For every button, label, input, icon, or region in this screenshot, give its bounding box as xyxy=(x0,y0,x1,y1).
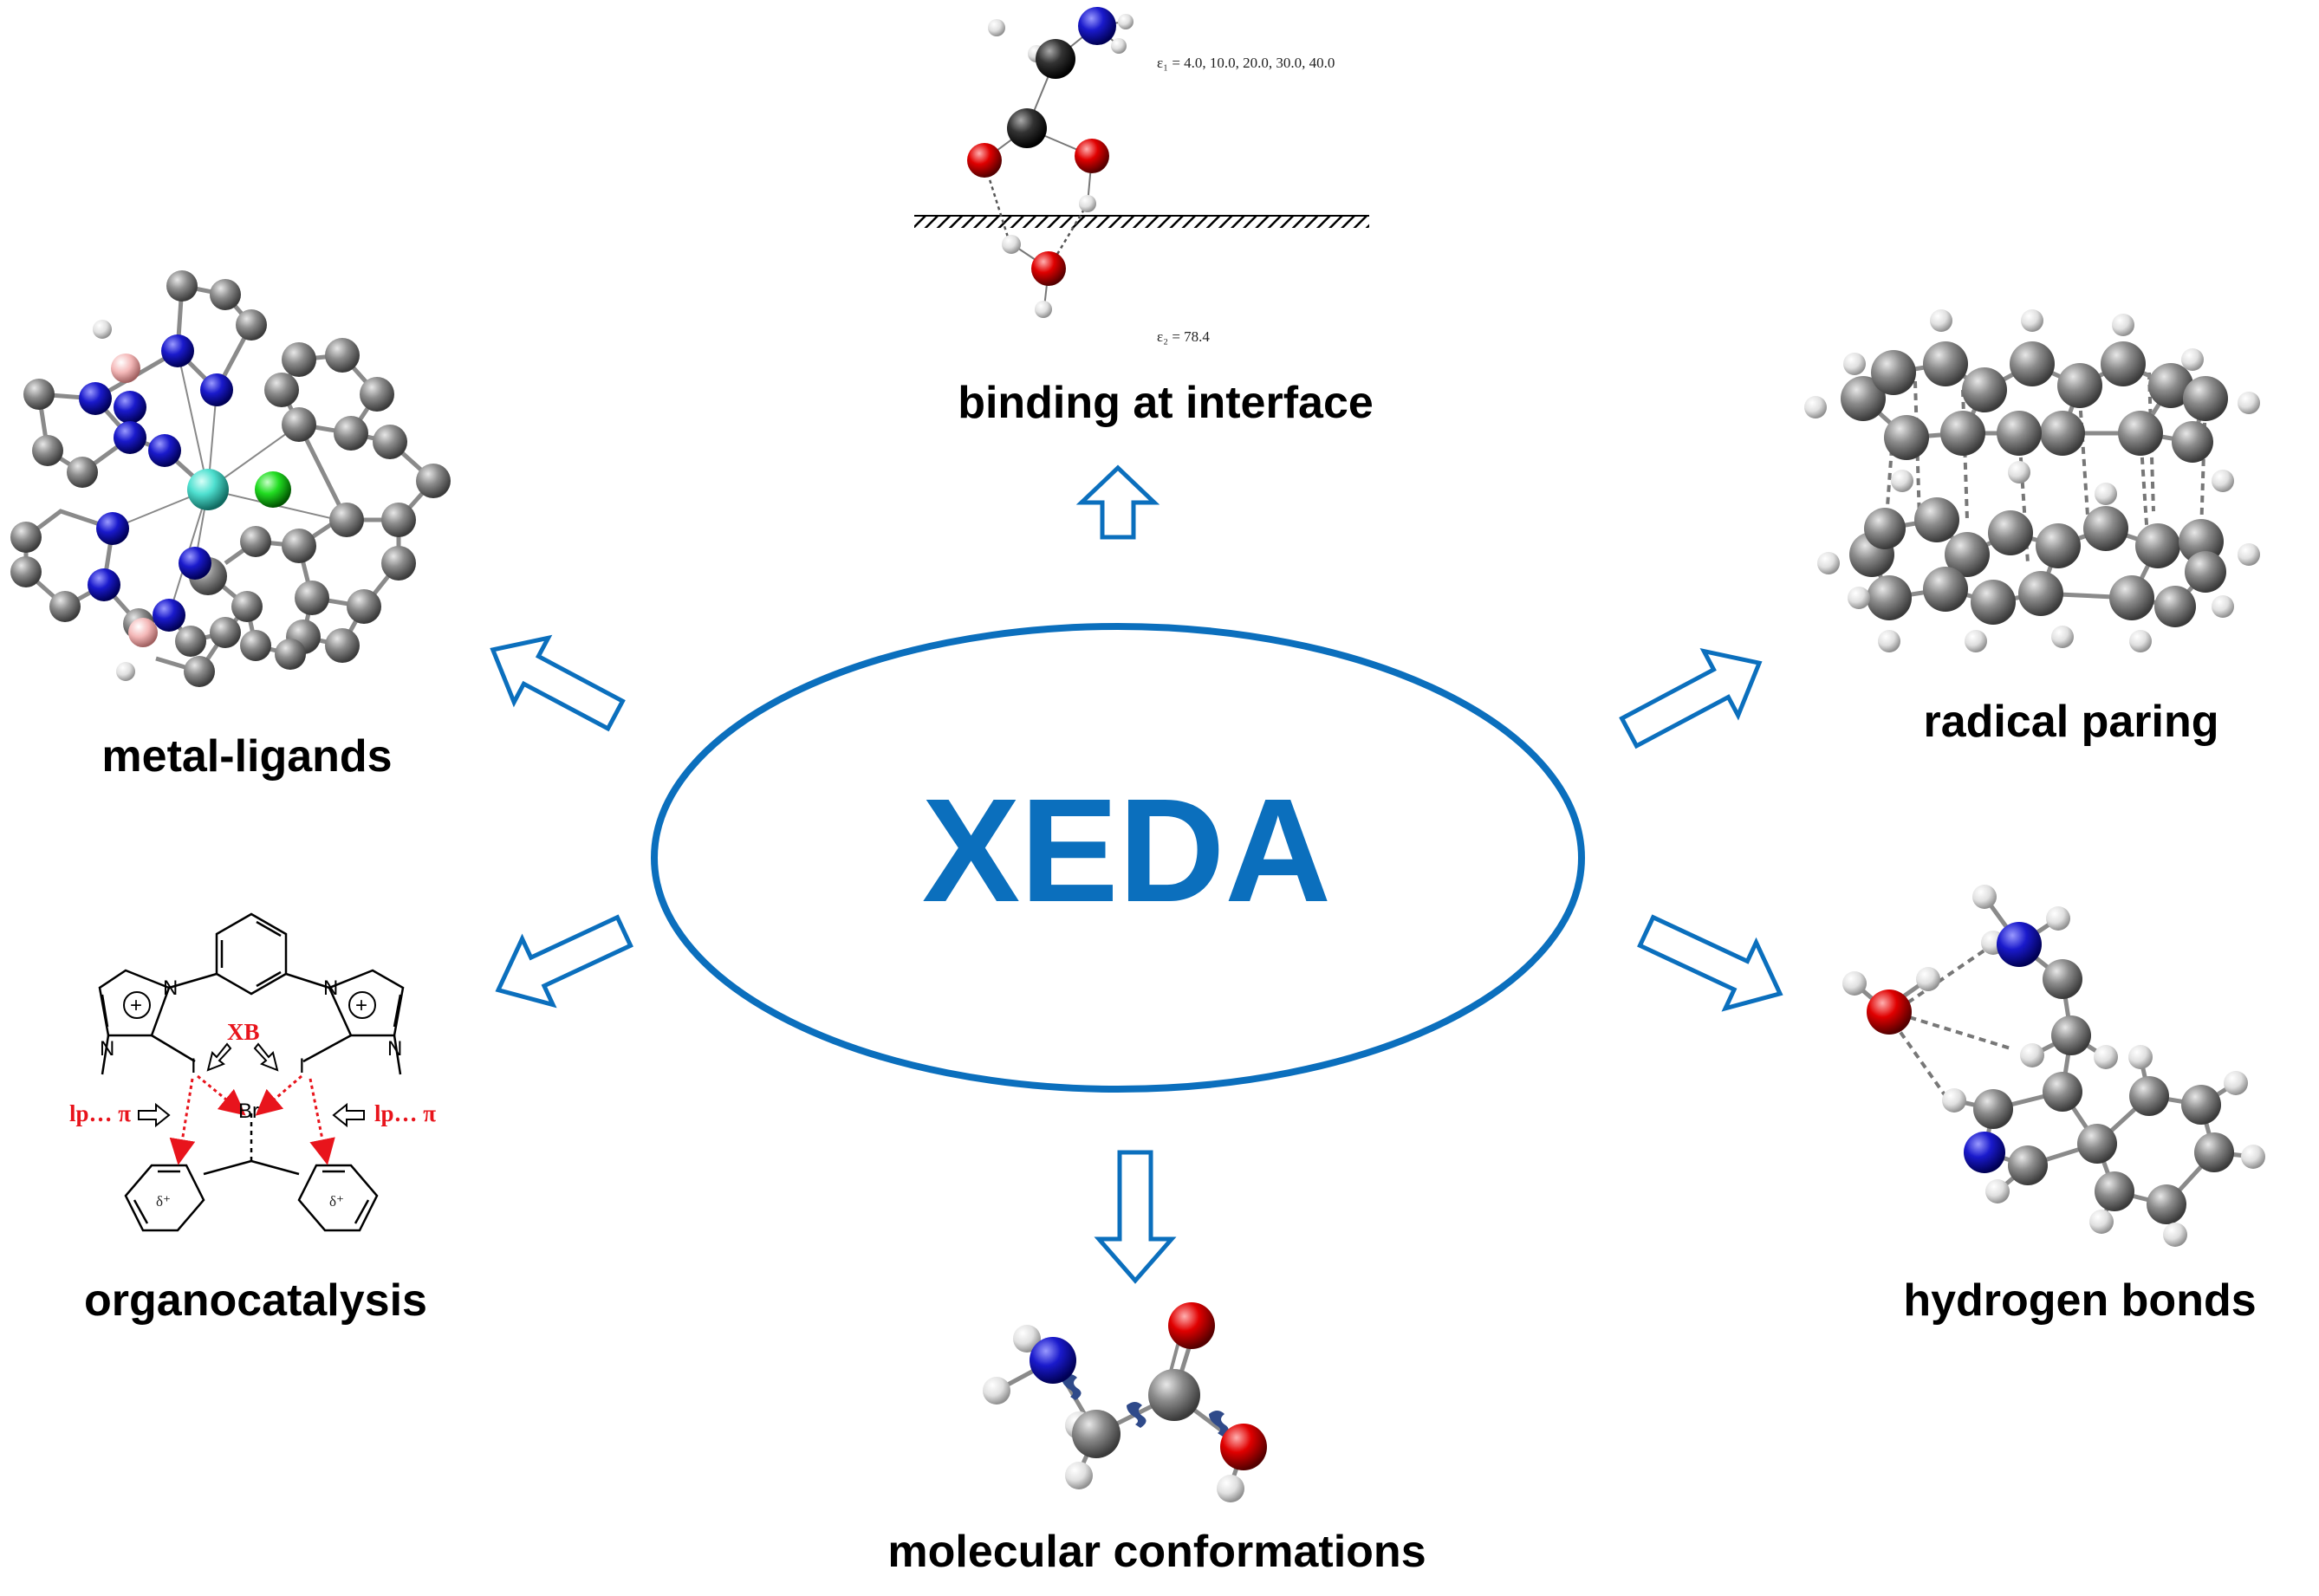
svg-text:+: + xyxy=(130,994,142,1017)
metal-ligand-figure xyxy=(10,270,451,687)
svg-text:δ⁺: δ⁺ xyxy=(329,1193,344,1210)
svg-text:I: I xyxy=(299,1054,305,1078)
central-benzene xyxy=(215,912,288,996)
svg-text:N: N xyxy=(323,976,338,1000)
interface-eps1: ε₁ = 4.0, 10.0, 20.0, 30.0, 40.0 xyxy=(1157,55,1335,71)
conformation-figure xyxy=(983,1302,1267,1502)
radical-pair-figure xyxy=(1804,309,2260,652)
lp-pi-right: lp… π xyxy=(374,1100,436,1126)
label-organo: organocatalysis xyxy=(84,1275,427,1326)
center-group: XEDA xyxy=(651,623,1585,1093)
label-metal: metal-ligands xyxy=(101,731,392,782)
interface-eps2: ε₂ = 78.4 xyxy=(1157,328,1210,345)
center-title: XEDA xyxy=(922,769,1331,933)
label-hbonds: hydrogen bonds xyxy=(1903,1275,2256,1326)
organocatalysis-figure xyxy=(98,912,405,1232)
svg-text:N: N xyxy=(163,976,178,1000)
hydrogen-bond-figure xyxy=(1842,885,2265,1247)
label-binding: binding at interface xyxy=(958,378,1374,428)
svg-text:+: + xyxy=(355,994,367,1017)
arrow-up xyxy=(1075,464,1160,540)
label-conformations: molecular conformations xyxy=(887,1527,1426,1577)
arrow-upper-left xyxy=(490,634,626,732)
labels: binding at interface metal-ligands radic… xyxy=(84,378,2257,1577)
center-ellipse xyxy=(651,623,1585,1093)
interface-surface xyxy=(914,216,1369,228)
organocatalysis-text: N N N N + + I I Br XB lp… π lp… π δ⁺ δ⁺ xyxy=(69,976,436,1210)
lp-pi-left: lp… π xyxy=(69,1100,131,1126)
svg-text:N: N xyxy=(100,1037,114,1061)
arrow-lower-right xyxy=(1637,914,1783,1012)
label-radical: radical paring xyxy=(1924,697,2219,747)
svg-text:Br: Br xyxy=(238,1100,259,1123)
svg-text:I: I xyxy=(191,1054,197,1078)
xb-label: XB xyxy=(227,1019,260,1045)
svg-text:N: N xyxy=(387,1037,402,1061)
arrow-down xyxy=(1094,1150,1177,1284)
svg-text:δ⁺: δ⁺ xyxy=(156,1193,171,1210)
arrow-lower-left xyxy=(495,914,633,1009)
arrows xyxy=(490,464,1783,1284)
interface-figure: ε₁ = 4.0, 10.0, 20.0, 30.0, 40.0 ε₂ = 78… xyxy=(914,7,1369,345)
arrow-upper-right xyxy=(1619,648,1763,749)
